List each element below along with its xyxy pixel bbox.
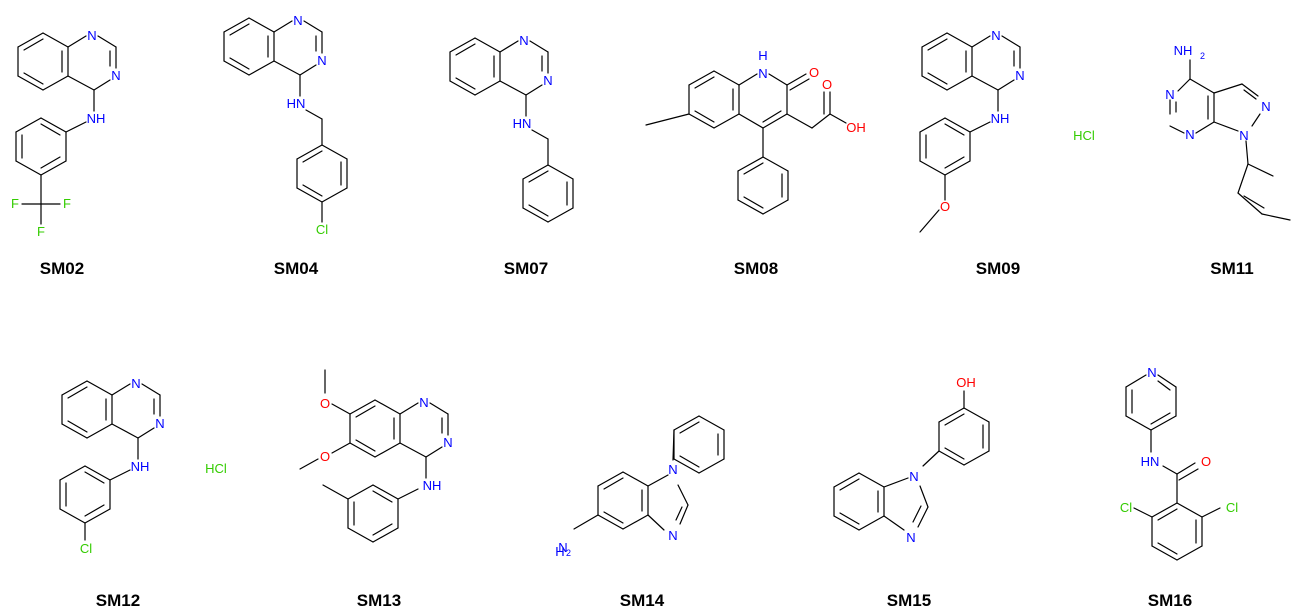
sm11-atom-n-pyrazole: N — [1261, 99, 1270, 114]
sm11-atom-n-pyrazole-sub: N — [1239, 128, 1248, 143]
sm02-atom-n3: N — [111, 68, 120, 83]
sm04-label: SM04 — [274, 259, 319, 278]
sm11-atom-subscript-2: 2 — [1200, 51, 1205, 61]
molecule-sm02: N N NH F F F SM02 — [11, 28, 121, 278]
sm08-atom-o-ketone: O — [809, 65, 819, 80]
sm04-atom-hn: HN — [287, 96, 306, 111]
sm14-label: SM14 — [620, 591, 665, 609]
sm04-atom-n1: N — [293, 13, 302, 28]
sm07-atom-n1: N — [519, 33, 528, 48]
sm07-atom-n3: N — [543, 73, 552, 88]
sm14-atom-n1: N — [668, 462, 677, 477]
sm12-atom-n1: N — [131, 376, 140, 391]
sm11-atom-n3: N — [1185, 127, 1194, 142]
sm02-atom-f3: F — [37, 224, 45, 239]
sm14-atom-subscript-2: 2 — [566, 548, 571, 558]
sm12-atom-n3: N — [155, 416, 164, 431]
molecule-sm14: N N H 2 N SM14 — [555, 415, 725, 609]
sm12-atom-nh: NH — [131, 459, 150, 474]
molecule-sm08: H N O O OH SM08 — [645, 48, 866, 278]
sm13-atom-nh: NH — [423, 478, 442, 493]
sm08-atom-n: N — [758, 66, 767, 81]
sm15-atom-n3: N — [906, 530, 915, 545]
sm11-label: SM11 — [1210, 259, 1253, 278]
sm07-label: SM07 — [504, 259, 548, 278]
molecule-sm04: N N HN Cl SM04 — [223, 13, 348, 278]
sm09-atom-n1: N — [991, 28, 1000, 43]
sm02-label: SM02 — [40, 259, 84, 278]
sm09-atom-n3: N — [1015, 68, 1024, 83]
sm12-atom-cl: Cl — [80, 541, 92, 556]
sm16-atom-o: O — [1201, 454, 1211, 469]
sm07-atom-hn: HN — [513, 116, 532, 131]
sm09-salt-hcl: HCl — [1073, 128, 1095, 143]
sm13-atom-n3: N — [443, 435, 452, 450]
sm16-atom-hn: HN — [1141, 454, 1160, 469]
sm16-label: SM16 — [1148, 591, 1192, 609]
molecule-sm07: N N HN SM07 — [449, 33, 574, 278]
sm14-atom-amine-h: H — [555, 544, 564, 559]
sm11-atom-n1: N — [1165, 87, 1174, 102]
molecule-sm11: NH 2 N N N N SM11 — [1165, 43, 1291, 278]
sm09-atom-nh: NH — [991, 111, 1010, 126]
sm02-atom-n1: N — [87, 28, 96, 43]
sm02-atom-f1: F — [11, 196, 19, 211]
sm12-salt-hcl: HCl — [205, 461, 227, 476]
sm12-label: SM12 — [96, 591, 140, 609]
molecule-sm16: N HN O Cl Cl SM16 — [1120, 365, 1238, 609]
sm13-atom-n1: N — [419, 395, 428, 410]
sm13-label: SM13 — [357, 591, 401, 609]
sm08-atom-o-acid: O — [822, 77, 832, 92]
sm15-atom-n1: N — [909, 469, 918, 484]
sm14-atom-n3: N — [668, 528, 677, 543]
sm16-atom-cl-left: Cl — [1120, 500, 1132, 515]
sm09-atom-o: O — [940, 199, 950, 214]
sm11-atom-nh: NH — [1174, 43, 1193, 58]
sm16-atom-cl-right: Cl — [1226, 500, 1238, 515]
sm09-label: SM09 — [976, 259, 1020, 278]
sm02-atom-nh: NH — [87, 111, 106, 126]
sm04-atom-cl: Cl — [316, 222, 328, 237]
sm15-label: SM15 — [887, 591, 931, 609]
sm08-atom-oh: OH — [846, 120, 866, 135]
molecule-sm13: O O N N NH SM13 — [299, 369, 453, 609]
molecule-sm09: N N NH O HCl SM09 — [919, 28, 1095, 278]
sm16-atom-n-pyridine: N — [1147, 365, 1156, 380]
sm08-label: SM08 — [734, 259, 778, 278]
sm04-atom-n3: N — [317, 53, 326, 68]
molecule-sm12: N N NH Cl HCl SM12 — [59, 376, 227, 609]
sm08-atom-h: H — [758, 48, 767, 63]
sm13-atom-o2: O — [320, 449, 330, 464]
sm02-atom-f2: F — [63, 196, 71, 211]
molecule-sm15: OH N N SM15 — [833, 375, 990, 609]
sm15-atom-oh: OH — [956, 375, 976, 390]
sm14-atom-amine-n: N — [558, 540, 567, 555]
sm13-atom-o1: O — [320, 396, 330, 411]
